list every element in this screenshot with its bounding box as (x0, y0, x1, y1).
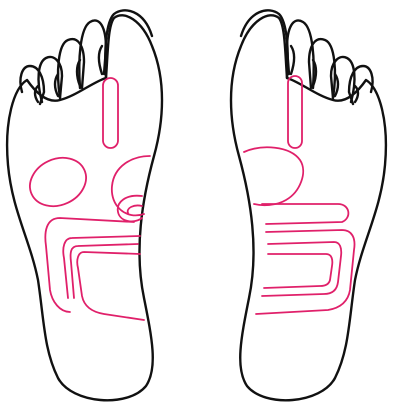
left-toe-2-nail (99, 46, 102, 74)
left-zone-stomach-loop (118, 196, 142, 222)
right-zone-toe-strip (288, 76, 302, 148)
right-foot-sole-outline (231, 15, 386, 400)
left-zone-toe-strip (103, 78, 118, 148)
right-zone-intestine (256, 230, 355, 314)
left-foot (7, 10, 162, 400)
left-foot-sole-outline (7, 15, 162, 400)
left-zone-intestine (63, 236, 144, 320)
right-zone-liver (244, 147, 303, 205)
right-foot (231, 10, 386, 400)
right-zone-gallbladder-band (262, 204, 348, 224)
left-zone-lung (22, 149, 94, 215)
right-toe-2-nail (291, 46, 294, 74)
left-zone-liver-band (45, 218, 134, 312)
